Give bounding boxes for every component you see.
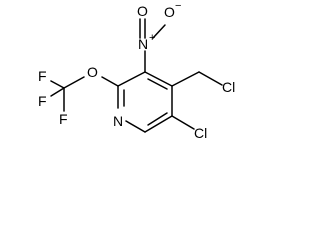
nitro-oxygen-charge: − bbox=[175, 0, 181, 12]
bond-o-cf3 bbox=[63, 76, 85, 89]
fluorine-bottom-label: F bbox=[59, 111, 68, 127]
nitro-nitrogen-charge: + bbox=[149, 32, 155, 44]
bond-ch2-cl bbox=[198, 71, 223, 86]
bond-c2-o bbox=[101, 76, 119, 87]
bond-c-f-top bbox=[50, 80, 65, 89]
fluorine-top-label: F bbox=[38, 68, 47, 84]
chemical-structure-diagram: N Cl Cl O N + O O − F F F bbox=[38, 0, 235, 141]
ring-nitrogen-label: N bbox=[113, 113, 123, 129]
bond-c5-cl bbox=[171, 115, 195, 130]
bond-c5-c6-inner bbox=[147, 112, 168, 126]
bond-c3-c4-inner bbox=[147, 78, 168, 90]
bond-nitro-o-single bbox=[152, 24, 166, 39]
fluorine-left-label: F bbox=[38, 93, 47, 109]
bond-c5-c6 bbox=[144, 115, 173, 133]
nitro-single-oxygen-label: O bbox=[164, 4, 175, 20]
bond-c-f-left bbox=[50, 87, 65, 97]
structure-canvas: N Cl Cl O N + O O − F F F bbox=[38, 0, 235, 141]
bond-c4-ch2 bbox=[171, 71, 200, 87]
bond-c6-n1 bbox=[125, 120, 146, 133]
bond-c3-c4 bbox=[144, 71, 173, 87]
ring-chlorine-label: Cl bbox=[194, 125, 207, 141]
nitro-double-oxygen-label: O bbox=[137, 3, 148, 19]
bond-c2-c3 bbox=[117, 71, 146, 87]
chloromethyl-chlorine-label: Cl bbox=[222, 79, 235, 95]
nitro-nitrogen-label: N bbox=[138, 36, 148, 52]
ether-oxygen-label: O bbox=[87, 64, 98, 80]
